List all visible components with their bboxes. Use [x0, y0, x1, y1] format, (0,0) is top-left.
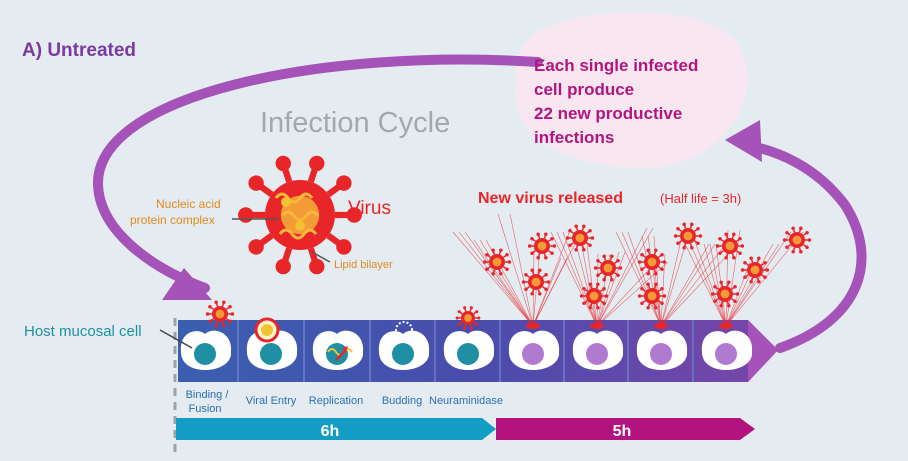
- stage-entry: Viral Entry: [246, 395, 297, 407]
- cycle-title: Infection Cycle: [260, 107, 450, 139]
- stage-replication: Replication: [309, 395, 363, 407]
- host-cell: [499, 320, 560, 382]
- released-virus: [637, 248, 667, 276]
- released-virus: [673, 222, 703, 250]
- timeline-phase-1: 6h: [176, 418, 496, 440]
- result-blob: [514, 11, 748, 169]
- released-virus: [710, 280, 740, 308]
- cycle-arrow-right: [740, 140, 867, 353]
- host-cell: [692, 320, 753, 382]
- timeline-phase-2-label: 5h: [613, 423, 632, 440]
- result-line-1: Each single infected: [534, 56, 698, 75]
- virus-emission-rays: [452, 213, 804, 329]
- released-viruses: [205, 222, 812, 330]
- stage-neuraminidase: Neuraminidase: [429, 395, 503, 407]
- timeline-phase-1-label: 6h: [321, 423, 340, 440]
- host-label-leader: [159, 329, 193, 349]
- replication-strand: [327, 346, 353, 361]
- host-cell: [180, 330, 232, 371]
- host-cell: [434, 320, 495, 382]
- neuraminidase-virus: [455, 306, 481, 330]
- released-virus: [740, 256, 770, 284]
- host-cell-label: Host mucosal cell: [24, 323, 142, 340]
- virus-label: Virus: [348, 198, 391, 219]
- released-virus: [782, 226, 812, 254]
- entry-virus: [254, 317, 280, 343]
- nucleic-label-2: protein complex: [130, 213, 215, 227]
- released-virus: [565, 224, 595, 252]
- host-cell: [369, 320, 430, 382]
- panel-title: A) Untreated: [22, 40, 136, 61]
- binding-virus: [205, 300, 235, 328]
- released-virus: [521, 268, 551, 296]
- released-virus: [527, 232, 557, 260]
- released-virus: [579, 282, 609, 310]
- stage-budding: Budding: [382, 395, 422, 407]
- stage-binding-1: Binding /: [186, 389, 230, 401]
- stage-binding-2: Fusion: [188, 403, 221, 415]
- cycle-arrow-top: [92, 54, 543, 293]
- big-virus: [238, 155, 362, 275]
- timeline-phase-2: 5h: [496, 418, 755, 440]
- result-line-4: infections: [534, 128, 614, 147]
- host-cell: [627, 320, 688, 382]
- budding-bud: [395, 321, 413, 339]
- host-cell: [563, 320, 624, 382]
- result-line-3: 22 new productive: [534, 104, 682, 123]
- cycle-arrowhead-left: [162, 268, 212, 300]
- result-line-2: cell produce: [534, 80, 634, 99]
- released-virus: [715, 232, 745, 260]
- lipid-label: Lipid bilayer: [334, 259, 393, 271]
- released-virus: [482, 248, 512, 276]
- released-label: New virus released: [478, 190, 623, 207]
- nucleic-label-1: Nucleic acid: [156, 197, 221, 211]
- host-cell: [237, 320, 298, 382]
- released-virus: [637, 282, 667, 310]
- half-life-label: (Half life = 3h): [660, 191, 741, 206]
- released-virus: [593, 254, 623, 282]
- virus-illustration: [232, 155, 362, 275]
- cycle-arrowhead-right: [725, 120, 762, 162]
